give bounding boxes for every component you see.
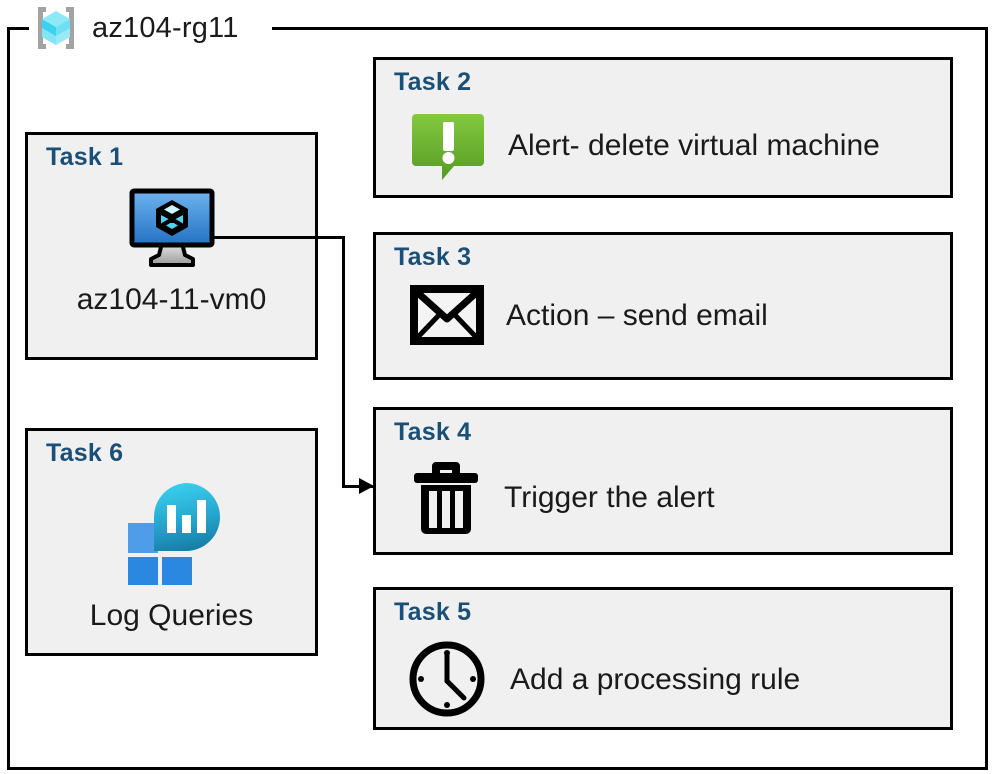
clock-icon [406, 638, 488, 720]
virtual-machine-icon [124, 187, 220, 269]
task-card-content: Log Queries [28, 479, 315, 632]
trash-icon [410, 458, 482, 536]
task-card-label: Task 5 [394, 598, 472, 626]
container-border-left [7, 27, 10, 770]
task-card-content: Action – send email [410, 285, 768, 345]
task-card-caption: az104-11-vm0 [76, 283, 267, 316]
connector-arrowhead [359, 478, 374, 494]
container-border-bottom [7, 767, 988, 770]
task-card-task3[interactable]: Task 3 Action – send email [373, 232, 953, 380]
connector-segment-horizontal-top [212, 236, 345, 239]
connector-segment-vertical [342, 236, 345, 488]
task-card-caption: Add a processing rule [510, 662, 801, 696]
task-card-content: az104-11-vm0 [28, 187, 315, 316]
task-card-task4[interactable]: Task 4 Trigger the alert [373, 407, 953, 555]
task-card-label: Task 1 [46, 143, 124, 171]
task-card-label: Task 2 [394, 68, 472, 96]
container-border-top-right [272, 27, 988, 30]
task-card-content: Add a processing rule [406, 638, 800, 720]
task-card-task5[interactable]: Task 5 Add a processing rule [373, 587, 953, 730]
task-card-task2[interactable]: Task 2 Alert- delete virtual machine [373, 57, 953, 198]
container-border-right [985, 27, 988, 770]
resource-group-title: az104-rg11 [92, 11, 239, 44]
task-card-task1[interactable]: Task 1 [25, 132, 318, 360]
connector-segment-horizontal-bottom [342, 485, 374, 488]
envelope-icon [410, 285, 484, 345]
resource-group-header: az104-rg11 [30, 2, 239, 54]
task-card-caption: Alert- delete virtual machine [508, 128, 880, 162]
task-card-label: Task 6 [46, 439, 124, 467]
task-card-content: Trigger the alert [410, 458, 715, 536]
task-card-task6[interactable]: Task 6 [25, 428, 318, 656]
task-card-caption: Trigger the alert [504, 480, 715, 514]
resource-group-icon [30, 3, 82, 53]
task-card-caption: Action – send email [506, 298, 768, 332]
task-card-content: Alert- delete virtual machine [410, 108, 880, 182]
log-analytics-icon [120, 479, 224, 585]
container-border-top-left [7, 27, 29, 30]
task-card-label: Task 3 [394, 243, 472, 271]
task-card-caption: Log Queries [89, 599, 254, 632]
task-card-label: Task 4 [394, 418, 472, 446]
alert-exclamation-icon [410, 108, 486, 182]
